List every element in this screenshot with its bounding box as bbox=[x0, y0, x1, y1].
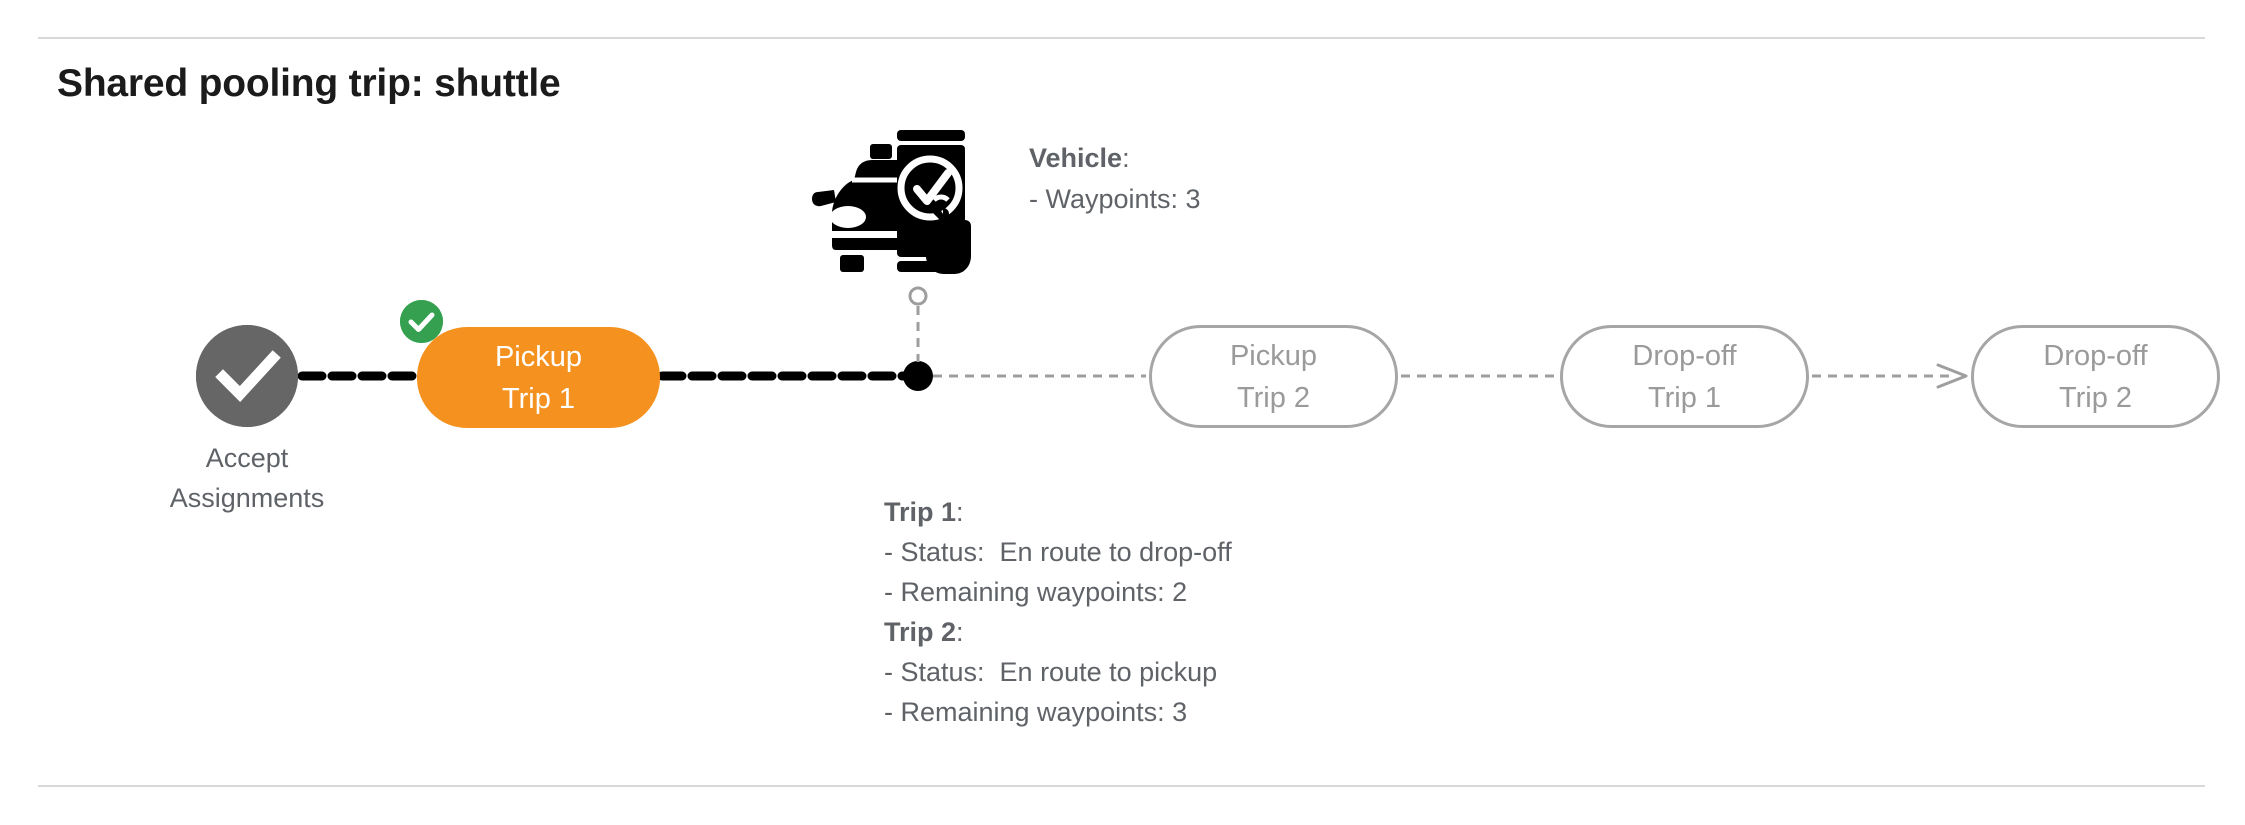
node-accept-assignments[interactable]: Accept Assignments bbox=[170, 325, 324, 513]
node-accept-assignments-label: Accept Assignments bbox=[133, 438, 361, 518]
trip-details-block: Trip 1: - Status: En route to drop-off -… bbox=[884, 492, 1232, 732]
trip-1-heading-row: Trip 1: bbox=[884, 492, 1232, 532]
trip-1-remaining-waypoints: - Remaining waypoints: 2 bbox=[884, 577, 1188, 607]
car-phone-check-icon bbox=[812, 122, 972, 277]
pickup-trip-2-line1: Pickup bbox=[1229, 339, 1318, 372]
trip-2-remaining-waypoints: - Remaining waypoints: 3 bbox=[884, 697, 1188, 727]
vehicle-heading-row: Vehicle: bbox=[1029, 138, 1201, 179]
vehicle-waypoints: - Waypoints: 3 bbox=[1029, 184, 1201, 214]
node-pickup-trip-1[interactable]: Pickup Trip 1 bbox=[417, 327, 660, 428]
pickup-trip-1-line2: Trip 1 bbox=[501, 382, 576, 415]
bottom-divider bbox=[38, 785, 2205, 787]
vehicle-info-block: Vehicle: - Waypoints: 3 bbox=[1029, 138, 1201, 220]
dropoff-trip-2-line1: Drop-off bbox=[2043, 339, 2148, 372]
trip-1-heading: Trip 1 bbox=[884, 497, 957, 527]
page-title: Shared pooling trip: shuttle bbox=[57, 62, 561, 105]
accept-label-line1: Accept bbox=[205, 443, 289, 473]
dropoff-trip-2-line2: Trip 2 bbox=[2058, 381, 2133, 414]
pickup-trip-2-line2: Trip 2 bbox=[1236, 381, 1311, 414]
trip-2-heading-colon: : bbox=[956, 617, 964, 647]
trip-2-status: - Status: En route to pickup bbox=[884, 657, 1218, 687]
node-dropoff-trip-1[interactable]: Drop-off Trip 1 bbox=[1560, 325, 1809, 428]
trip-1-heading-colon: : bbox=[956, 497, 964, 527]
node-pickup-trip-2[interactable]: Pickup Trip 2 bbox=[1149, 325, 1398, 428]
pickup-trip-1-line1: Pickup bbox=[494, 340, 583, 373]
top-divider bbox=[38, 37, 2205, 39]
node-dropoff-trip-2[interactable]: Drop-off Trip 2 bbox=[1971, 325, 2220, 428]
check-circle-icon bbox=[196, 325, 298, 427]
trip-1-status: - Status: En route to drop-off bbox=[884, 537, 1232, 567]
vehicle-heading-colon: : bbox=[1122, 143, 1130, 173]
trip-2-heading-row: Trip 2: bbox=[884, 612, 1232, 652]
dropoff-trip-1-line2: Trip 1 bbox=[1647, 381, 1722, 414]
trip-2-heading: Trip 2 bbox=[884, 617, 957, 647]
dropoff-trip-1-line1: Drop-off bbox=[1632, 339, 1737, 372]
accept-label-line2: Assignments bbox=[169, 483, 325, 513]
check-badge-icon bbox=[400, 300, 443, 343]
vehicle-heading: Vehicle bbox=[1029, 143, 1123, 173]
